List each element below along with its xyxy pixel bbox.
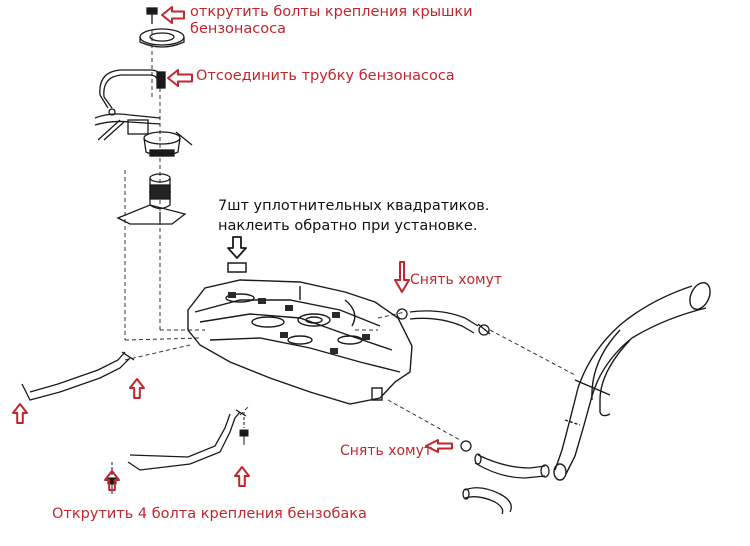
label-tank-bolts: Открутить 4 болта крепления бензобака xyxy=(52,506,367,522)
seal-squares xyxy=(228,292,370,354)
seal-square-callout xyxy=(227,236,247,273)
vent-hose xyxy=(396,308,491,336)
label-clamp-lower: Снять хомут xyxy=(340,443,433,459)
label-cap-bolts: открутить болты крепления крышки бензона… xyxy=(190,4,473,39)
filler-hose xyxy=(460,440,550,515)
fuel-pump-module xyxy=(116,119,193,225)
label-seals: 7шт уплотнительных квадратиков. наклеить… xyxy=(218,197,489,236)
arrow-clamp-upper xyxy=(394,261,410,293)
fuel-pump-tube xyxy=(94,69,166,141)
arrow-clamp-lower xyxy=(425,439,453,453)
arrow-cap-bolts xyxy=(161,6,185,24)
strap-bolts xyxy=(107,412,249,494)
arrow-pump-tube xyxy=(167,69,193,87)
label-seals-line1: 7шт уплотнительных квадратиков. xyxy=(218,198,490,214)
tank-strap-right xyxy=(127,409,247,471)
arrow-strap-left xyxy=(12,403,28,424)
tank-strap-left xyxy=(21,351,135,401)
annotation-arrows xyxy=(12,6,453,491)
arrow-strap-right xyxy=(234,466,250,487)
arrow-strap-mid xyxy=(129,378,145,399)
label-clamp-upper: Снять хомут xyxy=(410,272,503,288)
label-cap-bolts-line1: открутить болты крепления крышки xyxy=(190,4,473,20)
label-pump-tube: Отсоединить трубку бензонасоса xyxy=(196,68,455,84)
fuel-tank xyxy=(187,279,413,405)
label-cap-bolts-line2: бензонасоса xyxy=(190,21,286,38)
pump-cover-ring xyxy=(139,7,185,48)
filler-neck-pipe xyxy=(553,282,711,481)
label-seals-line2: наклеить обратно при установке. xyxy=(218,217,478,234)
